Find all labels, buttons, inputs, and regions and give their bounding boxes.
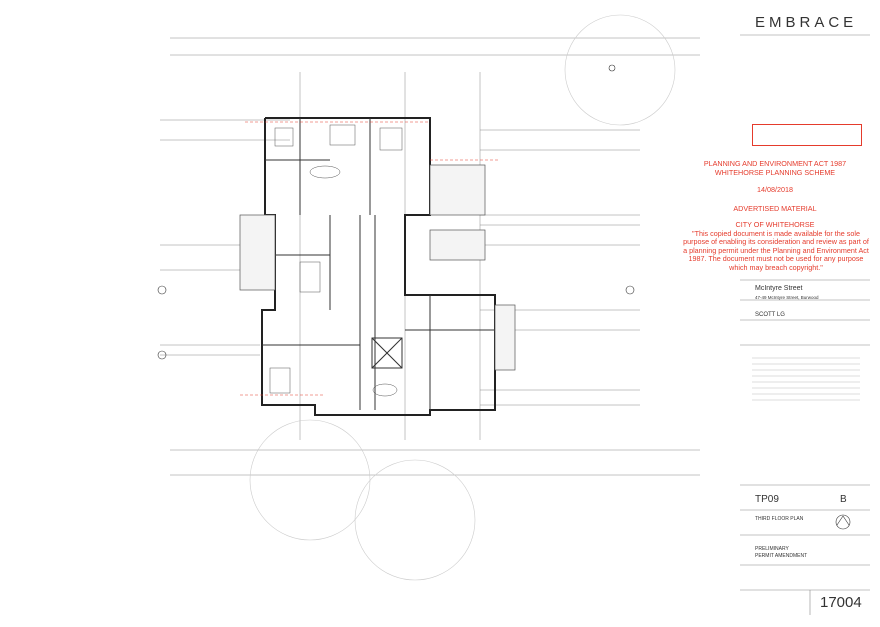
stamp-notice: "This copied document is made available …: [683, 229, 869, 272]
firm-logo: EMBRACE: [755, 14, 858, 31]
status-line-1: PRELIMINARY: [755, 546, 789, 552]
stamp-line-1: PLANNING AND ENVIRONMENT ACT 1987: [703, 159, 847, 168]
stamp-date: 14/08/2018: [757, 185, 793, 194]
status-line-2: PERMIT AMENDMENT: [755, 553, 808, 559]
stamp-line-2: WHITEHORSE PLANNING SCHEME: [714, 168, 836, 177]
drawing-title: THIRD FLOOR PLAN: [755, 516, 804, 522]
project-address: 47-49 McIntyre Street, Burwood: [755, 295, 819, 300]
stamp-council: CITY OF WHITEHORSE: [735, 220, 815, 229]
stamp-advertised: ADVERTISED MATERIAL: [733, 204, 817, 213]
notes-box: [752, 124, 862, 146]
client-name: SCOTT LG: [755, 312, 785, 318]
job-number: 17004: [820, 594, 862, 611]
revision: B: [840, 494, 847, 505]
drawing-number: TP09: [755, 494, 779, 505]
project-name: McIntyre Street: [755, 285, 803, 292]
north-arrow-icon: [835, 514, 851, 530]
